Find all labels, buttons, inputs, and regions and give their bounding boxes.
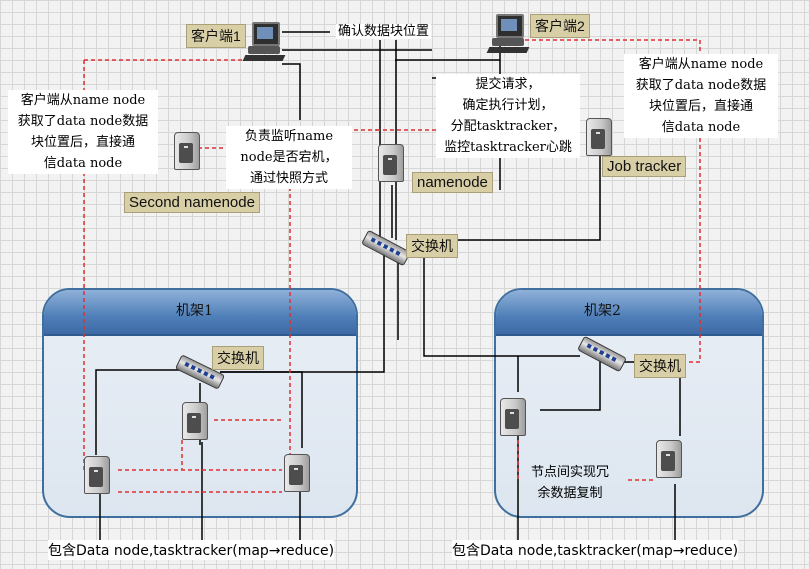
- client-1-icon: [242, 22, 286, 62]
- confirm-block-label: 确认数据块位置: [336, 24, 432, 39]
- note-line: 获取了data node数据: [635, 78, 767, 93]
- rack-2-switch-label: 交换机: [634, 354, 686, 378]
- rack-2-title: 机架2: [584, 303, 621, 319]
- rack-2-footer: 包含Data node,tasktracker(map→reduce): [452, 540, 739, 560]
- namenode-server-icon: [378, 140, 404, 182]
- submit-request-note: 提交请求， 确定执行计划， 分配tasktracker， 监控tasktrack…: [436, 74, 580, 158]
- note-line: 块位置后，直接通: [648, 99, 753, 114]
- note-line: 分配tasktracker，: [450, 119, 566, 134]
- left-client-note: 客户端从name node 获取了data node数据 块位置后，直接通 信d…: [8, 90, 158, 174]
- right-client-note: 客户端从name node 获取了data node数据 块位置后，直接通 信d…: [624, 54, 778, 138]
- note-line: 余数据复制: [537, 486, 603, 501]
- note-line: 节点间实现冗: [530, 465, 609, 480]
- note-line: 通过快照方式: [249, 171, 328, 186]
- rack-2-server-right-icon: [656, 436, 682, 478]
- note-line: 块位置后，直接通: [30, 135, 135, 150]
- second-namenode-label: Second namenode: [124, 192, 260, 213]
- note-line: 客户端从name node: [638, 57, 764, 72]
- client-2-label: 客户端2: [530, 14, 590, 38]
- namenode-label: namenode: [412, 172, 493, 193]
- rack-1-footer: 包含Data node,tasktracker(map→reduce): [48, 540, 335, 560]
- rack-1-server-right-icon: [284, 450, 310, 492]
- replication-note: 节点间实现冗 余数据复制: [518, 462, 622, 504]
- note-line: 监控tasktracker心跳: [444, 140, 572, 155]
- secondary-namenode-note: 负责监听name node是否宕机， 通过快照方式: [226, 126, 352, 189]
- note-line: 获取了data node数据: [17, 114, 149, 129]
- rack-1-switch-label: 交换机: [212, 346, 264, 370]
- rack-1-server-top-icon: [182, 398, 208, 440]
- rack-2-server-left-icon: [500, 394, 526, 436]
- note-line: node是否宕机，: [240, 150, 338, 165]
- rack-1-server-left-icon: [84, 452, 110, 494]
- note-line: 客户端从name node: [20, 93, 146, 108]
- rack-1-title: 机架1: [176, 303, 213, 319]
- rack-2: [494, 288, 764, 518]
- job-tracker-server-icon: [586, 114, 612, 156]
- note-line: 确定执行计划，: [462, 98, 554, 113]
- job-tracker-label: Job tracker: [602, 156, 687, 177]
- client-2-icon: [486, 14, 530, 54]
- note-line: 信data node: [43, 156, 123, 171]
- second-namenode-server-icon: [174, 128, 200, 170]
- client-1-label: 客户端1: [186, 24, 246, 48]
- core-switch-label: 交换机: [406, 234, 458, 258]
- note-line: 提交请求，: [475, 77, 541, 92]
- note-line: 负责监听name: [244, 129, 334, 144]
- note-line: 信data node: [661, 120, 741, 135]
